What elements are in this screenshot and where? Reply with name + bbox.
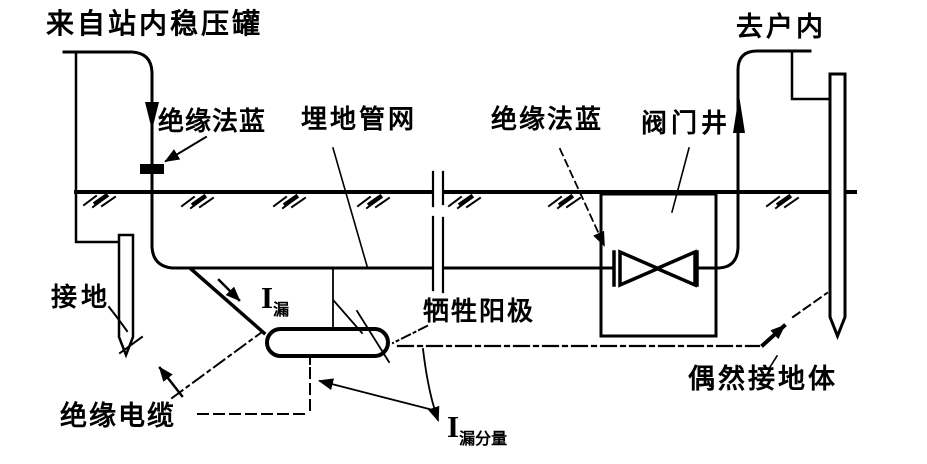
pipe-break-symbol	[431, 170, 445, 294]
valve-well-box	[599, 192, 718, 338]
leak-current-symbol: I	[261, 280, 274, 315]
label-insulating-flange-right: 绝缘法蓝	[491, 104, 604, 134]
pipe-from-tank-and-buried-main	[62, 49, 812, 270]
cable-dash-at-rod-tip	[118, 335, 144, 355]
label-grounding: 接地	[51, 282, 112, 312]
label-buried-pipe-network: 埋地管网	[301, 104, 418, 134]
station-wall-and-ground-connection	[74, 50, 120, 244]
label-insulating-flange-left: 绝缘法蓝	[158, 106, 267, 136]
leak-current-subscript: 漏	[273, 302, 290, 319]
label-to-indoor: 去户内	[736, 12, 826, 42]
leak-current-component-subscript: 漏分量	[459, 431, 508, 448]
label-accidental-grounding-body: 偶然接地体	[688, 364, 838, 394]
leak-component-arrow-left	[318, 378, 439, 413]
insulating-flange-symbol	[140, 164, 164, 174]
station-grounding-rod	[117, 233, 135, 359]
accidental-rod-label-tick	[768, 354, 779, 369]
sacrificial-anode-body	[265, 327, 390, 358]
insulated-cable-dashdot	[170, 330, 264, 400]
flow-arrow-up-icon	[733, 95, 745, 133]
leader-grounding	[107, 305, 129, 333]
accidental-grounding-rod	[828, 72, 847, 341]
indoor-branch-line	[790, 49, 832, 101]
ground-surface-line	[74, 190, 857, 208]
leader-valve-well	[671, 147, 690, 213]
valve-symbol	[612, 249, 699, 288]
leader-sacrificial-anode	[391, 324, 429, 345]
leader-insulating-flange-right	[558, 147, 606, 247]
label-insulated-cable: 绝缘电缆	[60, 401, 176, 431]
flow-arrow-down-icon	[145, 102, 159, 130]
anode-bottom-dashed-path	[197, 354, 311, 415]
leak-current-arrow	[217, 278, 241, 302]
leader-buried-pipe	[332, 147, 368, 267]
label-sacrificial-anode: 牺牲阳极	[423, 296, 536, 326]
label-valve-well: 阀门井	[641, 108, 732, 138]
label-leak-current-component: I漏分量	[447, 409, 508, 449]
label-from-tank: 来自站内稳压罐	[46, 8, 264, 39]
current-arrow-to-accidental-rod	[760, 323, 787, 348]
dashes-to-accidental-rod	[791, 291, 829, 319]
label-leak-current: I漏	[261, 280, 290, 320]
current-arrow-to-ground-rod	[158, 366, 184, 398]
leak-component-arrow-right	[422, 348, 440, 422]
leader-insulating-flange-left	[164, 135, 208, 163]
leak-current-component-symbol: I	[447, 409, 460, 444]
